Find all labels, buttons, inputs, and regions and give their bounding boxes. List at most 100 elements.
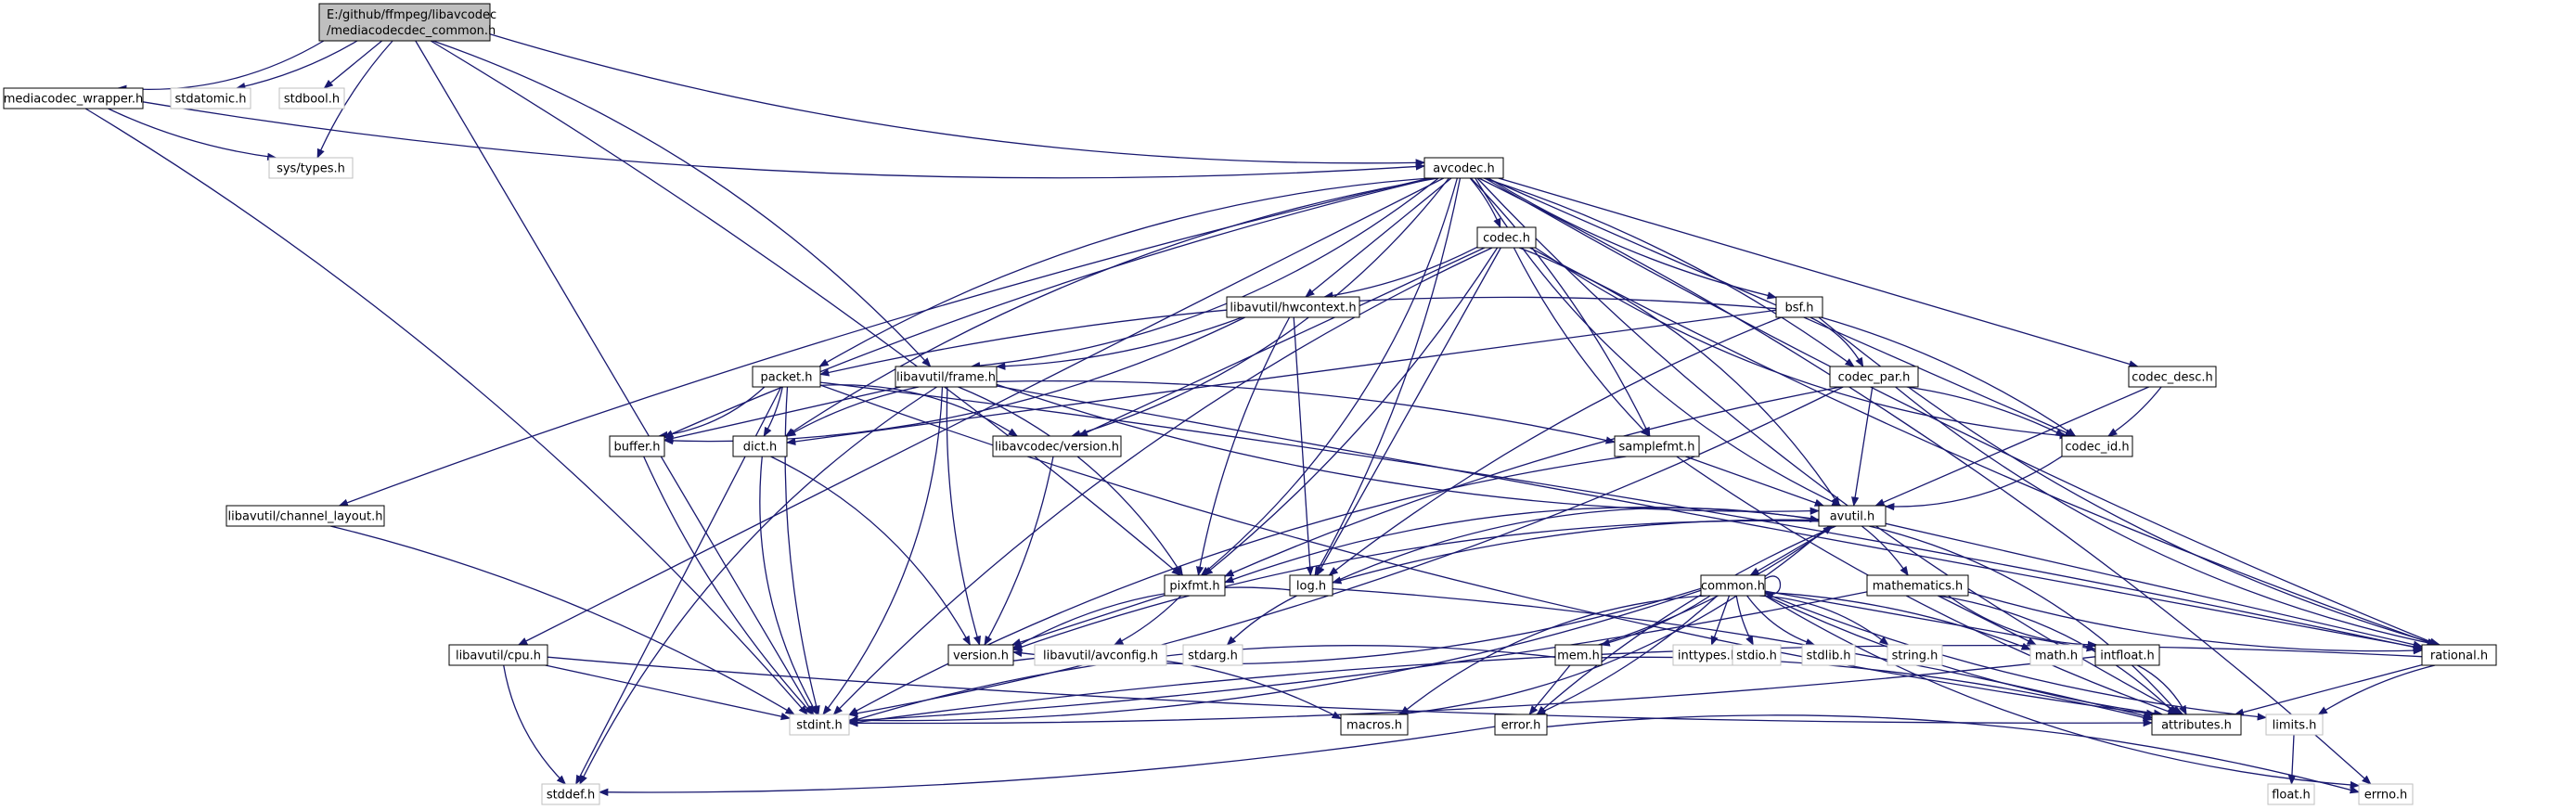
node-channel-layout[interactable]: libavutil/channel_layout.h xyxy=(225,505,385,527)
node-rational[interactable]: rational.h xyxy=(2421,644,2497,666)
node-error[interactable]: error.h xyxy=(1494,714,1548,736)
node-pixfmt[interactable]: pixfmt.h xyxy=(1164,574,1226,597)
edge-bsf-to-log xyxy=(1328,316,1782,576)
node-label: attributes.h xyxy=(2161,719,2232,733)
node-codec-par[interactable]: codec_par.h xyxy=(1829,366,1919,388)
edge-frame-to-rational xyxy=(996,385,2424,650)
node-label: libavutil/hwcontext.h xyxy=(1230,302,1356,315)
edge-rational-to-attributes xyxy=(2234,663,2423,716)
edge-avutil-to-version xyxy=(1012,520,1820,651)
node-label: mem.h xyxy=(1557,649,1600,663)
node-box xyxy=(947,644,1014,666)
node-label: limits.h xyxy=(2273,719,2317,733)
node-stddef: stddef.h xyxy=(541,783,600,805)
edge-cpu-to-stdint xyxy=(545,664,792,721)
edge-avcodec-to-codec xyxy=(1469,177,1501,228)
node-avutil[interactable]: avutil.h xyxy=(1818,505,1887,527)
node-codec-desc[interactable]: codec_desc.h xyxy=(2128,366,2217,388)
edge-avcodec-to-hwcontext xyxy=(1305,177,1452,298)
edge-layer xyxy=(84,33,2441,796)
edge-hwcontext-to-pixfmt xyxy=(1195,316,1291,577)
node-label: libavutil/avconfig.h xyxy=(1043,649,1158,663)
edge-error-to-errno xyxy=(1546,714,2361,794)
edge-root-to-stdatomic xyxy=(235,40,358,91)
edge-root-to-stdbool xyxy=(323,40,383,89)
node-mediacodec-wrapper[interactable]: mediacodec_wrapper.h xyxy=(3,87,144,109)
node-attributes[interactable]: attributes.h xyxy=(2151,714,2242,736)
node-errno: errno.h xyxy=(2358,783,2414,805)
node-box xyxy=(752,366,821,388)
node-label: mathematics.h xyxy=(1873,580,1964,594)
edge-log-to-stdarg xyxy=(1226,595,1297,646)
node-label: errno.h xyxy=(2364,789,2408,803)
node-log[interactable]: log.h xyxy=(1289,574,1333,597)
node-box xyxy=(170,87,251,109)
edge-packet-to-attributes xyxy=(819,384,2157,717)
node-box xyxy=(2421,644,2497,666)
node-box xyxy=(1340,714,1409,736)
edge-common-to-errno xyxy=(1764,595,2361,790)
edge-mathematics-to-rational xyxy=(1967,591,2424,655)
node-bsf[interactable]: bsf.h xyxy=(1775,296,1823,318)
node-box xyxy=(2128,366,2217,388)
node-box xyxy=(1226,296,1360,318)
edge-pixfmt-to-version xyxy=(1011,594,1166,647)
node-box xyxy=(3,87,144,109)
edge-common-to-common xyxy=(1764,575,1782,600)
edge-codec_par-to-rational xyxy=(1895,386,2439,648)
node-version[interactable]: version.h xyxy=(947,644,1014,666)
node-box xyxy=(2094,644,2160,666)
edge-common-to-stdlib xyxy=(1746,595,1816,646)
node-box xyxy=(2267,783,2315,805)
edge-bsf-to-dict xyxy=(785,309,1777,445)
node-mathematics[interactable]: mathematics.h xyxy=(1866,574,1969,597)
node-cpu[interactable]: libavutil/cpu.h xyxy=(448,644,548,666)
node-avcodec[interactable]: avcodec.h xyxy=(1423,157,1504,179)
edge-root-to-frame xyxy=(432,40,932,367)
node-dict[interactable]: dict.h xyxy=(732,435,788,457)
node-label: avcodec.h xyxy=(1433,162,1495,176)
node-label: stdbool.h xyxy=(284,93,340,107)
node-common[interactable]: common.h xyxy=(1700,574,1766,597)
node-box xyxy=(2151,714,2242,736)
node-hwcontext[interactable]: libavutil/hwcontext.h xyxy=(1226,296,1360,318)
node-intfloat[interactable]: intfloat.h xyxy=(2094,644,2160,666)
edge-avcodec-to-pixfmt xyxy=(1200,177,1459,576)
edge-root-to-stdint xyxy=(415,40,815,715)
node-label: version.h xyxy=(953,649,1009,663)
edge-codec-to-codec_id xyxy=(1535,247,2069,440)
node-macros[interactable]: macros.h xyxy=(1340,714,1409,736)
node-label: log.h xyxy=(1296,580,1326,594)
node-lavcversion[interactable]: libavcodec/version.h xyxy=(992,435,1122,457)
node-box xyxy=(609,435,665,457)
node-box xyxy=(1164,574,1226,597)
edge-avcodec-to-codec_desc xyxy=(1498,177,2139,368)
node-box xyxy=(448,644,548,666)
node-frame[interactable]: libavutil/frame.h xyxy=(895,366,998,388)
node-label: pixfmt.h xyxy=(1169,580,1219,594)
edge-log-to-attributes xyxy=(1332,587,2154,720)
node-label: mediacodec_wrapper.h xyxy=(4,93,143,107)
edge-codec_par-to-pixfmt xyxy=(1224,386,1841,577)
node-buffer[interactable]: buffer.h xyxy=(609,435,665,457)
edge-bsf-to-codec_id xyxy=(1821,316,2077,437)
edge-frame-to-pixfmt xyxy=(958,386,1183,576)
node-codec-id[interactable]: codec_id.h xyxy=(2061,435,2133,457)
node-box xyxy=(1829,366,1919,388)
node-box xyxy=(1887,644,1943,666)
node-samplefmt[interactable]: samplefmt.h xyxy=(1614,435,1700,457)
node-label: intfloat.h xyxy=(2100,649,2155,663)
node-label: sys/types.h xyxy=(277,162,345,176)
node-mem[interactable]: mem.h xyxy=(1554,644,1603,666)
node-label: math.h xyxy=(2035,649,2078,663)
node-label: libavutil/frame.h xyxy=(896,371,996,385)
node-stdlib: stdlib.h xyxy=(1801,644,1856,666)
edge-mathematics-to-attributes xyxy=(1938,595,2177,715)
node-packet[interactable]: packet.h xyxy=(752,366,821,388)
node-box xyxy=(1775,296,1823,318)
node-box xyxy=(1700,574,1766,597)
edge-avutil-to-pixfmt xyxy=(1224,507,1820,584)
edge-packet-to-lavcversion xyxy=(819,384,1019,437)
node-codec[interactable]: codec.h xyxy=(1476,226,1537,249)
